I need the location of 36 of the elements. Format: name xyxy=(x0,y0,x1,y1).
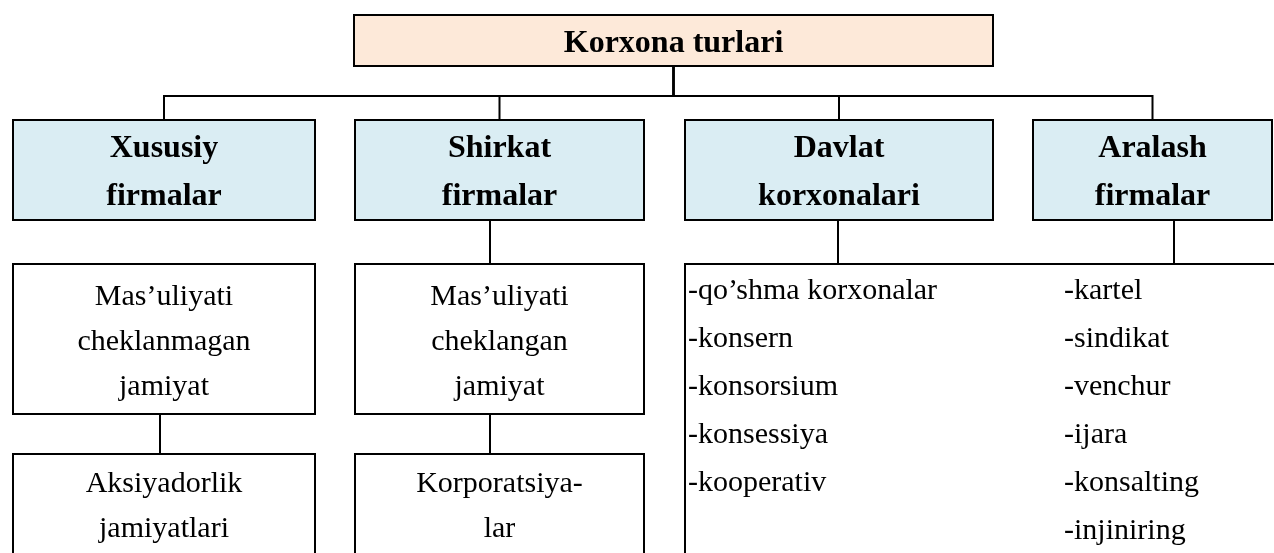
list-item: -qo’shma korxonalar xyxy=(688,271,938,307)
node-label: Mas’uliyati cheklangan jamiyat xyxy=(429,276,570,403)
title-box xyxy=(353,14,994,67)
category-label: Davlat korxonalari xyxy=(757,127,921,214)
list-item: -venchur xyxy=(1064,367,1171,403)
subtype-box xyxy=(12,263,316,415)
category-label: Aralash firmalar xyxy=(1093,127,1212,214)
subtype-box xyxy=(354,453,645,553)
list-item: -konsessiya xyxy=(688,415,828,451)
node-label: Aksiyadorlik jamiyatlari xyxy=(84,464,244,545)
list-panel xyxy=(684,263,1274,553)
list-item: -konsorsium xyxy=(688,367,838,403)
connector-line xyxy=(837,220,839,264)
connector-line xyxy=(159,414,161,454)
category-box xyxy=(684,119,994,221)
list-item: -sindikat xyxy=(1064,319,1169,355)
subtype-box xyxy=(354,263,645,415)
list-item: -kooperativ xyxy=(688,463,827,499)
list-item: -kartel xyxy=(1064,271,1143,307)
node-label: Mas’uliyati cheklanmagan jamiyat xyxy=(76,276,252,403)
connector-line xyxy=(672,66,1154,120)
connector-line xyxy=(489,414,491,454)
connector-line xyxy=(1173,220,1175,264)
node-label: Korporatsiya- lar xyxy=(415,464,584,545)
category-label: Shirkat firmalar xyxy=(440,127,559,214)
category-box xyxy=(12,119,316,221)
list-item: -konsalting xyxy=(1064,463,1199,499)
subtype-box xyxy=(12,453,316,553)
title-text: Korxona turlari xyxy=(563,21,784,61)
list-item: -konsern xyxy=(688,319,793,355)
connector-line xyxy=(489,220,491,264)
category-box xyxy=(1032,119,1273,221)
category-label: Xususiy firmalar xyxy=(105,127,223,214)
category-box xyxy=(354,119,645,221)
list-item: -injiniring xyxy=(1064,511,1186,547)
list-item: -ijara xyxy=(1064,415,1128,451)
